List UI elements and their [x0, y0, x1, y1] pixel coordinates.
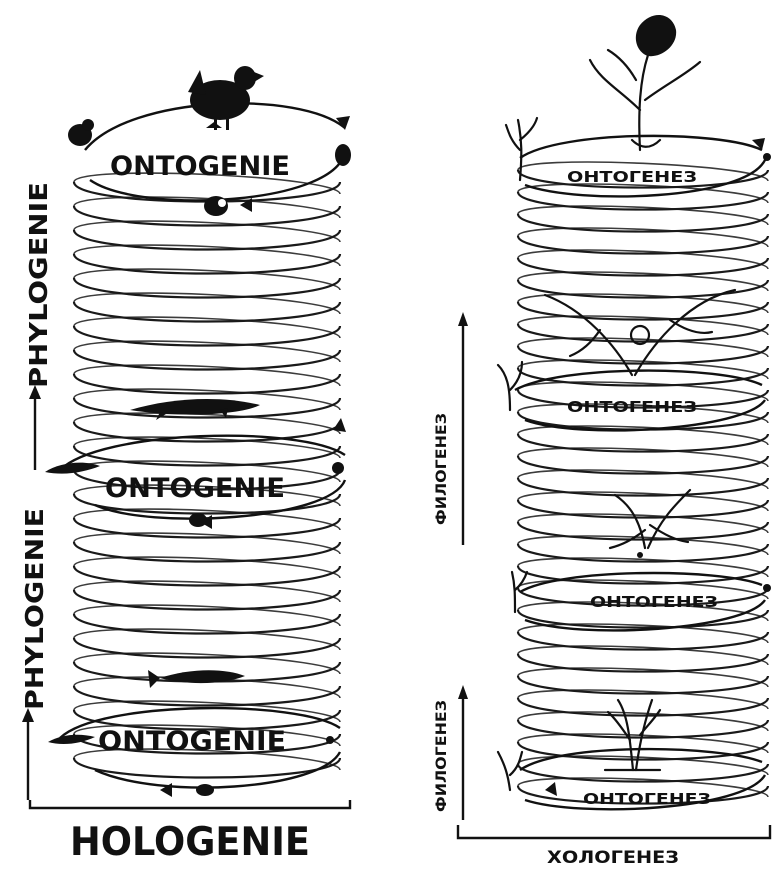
right-hologeny-bracket	[458, 825, 770, 838]
chick-icon	[68, 119, 94, 146]
spiral-coil-back	[74, 533, 340, 554]
spiral-coil-back	[74, 341, 340, 362]
embryo-icon-middle	[189, 513, 207, 527]
right-hologeny-label: ХОЛОГЕНЕЗ	[547, 848, 679, 868]
left-ontogeny-label-top: ONTOGENIE	[110, 151, 290, 182]
spiral-coil-back	[74, 221, 340, 242]
egg-icon	[335, 144, 351, 166]
chicken-icon	[188, 66, 264, 130]
right-ontogeny-label-3: ОНТОГЕНЕЗ	[590, 593, 718, 611]
right-ontogeny-label-1: ОНТОГЕНЕЗ	[567, 168, 697, 186]
egg-icon-bottom	[326, 736, 334, 744]
spiral-coil-back	[74, 701, 340, 722]
left-spiral-diagram: ONTOGENIE ONTOGENIE	[20, 66, 351, 865]
spiral-coil-back	[74, 293, 340, 314]
spiral-coil-back	[74, 413, 340, 434]
spiral-coil-back	[74, 245, 340, 266]
right-phylogeny-label-upper: ФИЛОГЕНЕЗ	[434, 413, 450, 525]
right-phylogeny-axis	[458, 312, 468, 820]
left-ontogeny-label-middle: ONTOGENIE	[105, 473, 285, 504]
left-ontogeny-label-bottom: ONTOGENIE	[98, 726, 286, 757]
moss-icon	[610, 490, 690, 558]
right-spiral-coils	[518, 162, 768, 804]
spiral-coil-back	[74, 581, 340, 602]
spiral-coil-back	[74, 629, 340, 650]
spiral-coil-back	[74, 557, 340, 578]
left-hologeny-label: HOLOGENIE	[70, 820, 310, 865]
spiral-coil-back	[74, 269, 340, 290]
embryo-icon	[204, 196, 228, 216]
embryo-icon-bottom	[196, 784, 214, 796]
spiral-coil-back	[74, 605, 340, 626]
spiral-coil-back	[74, 365, 340, 386]
right-spiral-diagram: ОНТОГЕНЕЗ ОНТОГЕНЕЗ	[434, 15, 771, 868]
left-phylogeny-label-upper: PHYLOGENIE	[24, 182, 53, 388]
seedling-icon-top	[506, 118, 537, 180]
right-ontogeny-label-2: ОНТОГЕНЕЗ	[567, 398, 697, 416]
egg-icon-middle	[332, 462, 344, 474]
left-hologeny-bracket	[30, 800, 350, 808]
right-phylogeny-label-lower: ФИЛОГЕНЕЗ	[434, 700, 450, 812]
fish-icon	[148, 670, 245, 688]
flowering-plant-icon	[590, 15, 700, 150]
left-phylogeny-label-lower: PHYLOGENIE	[20, 508, 49, 710]
spiral-coil-back	[74, 317, 340, 338]
amphibian-icon	[45, 463, 100, 474]
right-ontogeny-label-4: ОНТОГЕНЕЗ	[583, 790, 711, 808]
